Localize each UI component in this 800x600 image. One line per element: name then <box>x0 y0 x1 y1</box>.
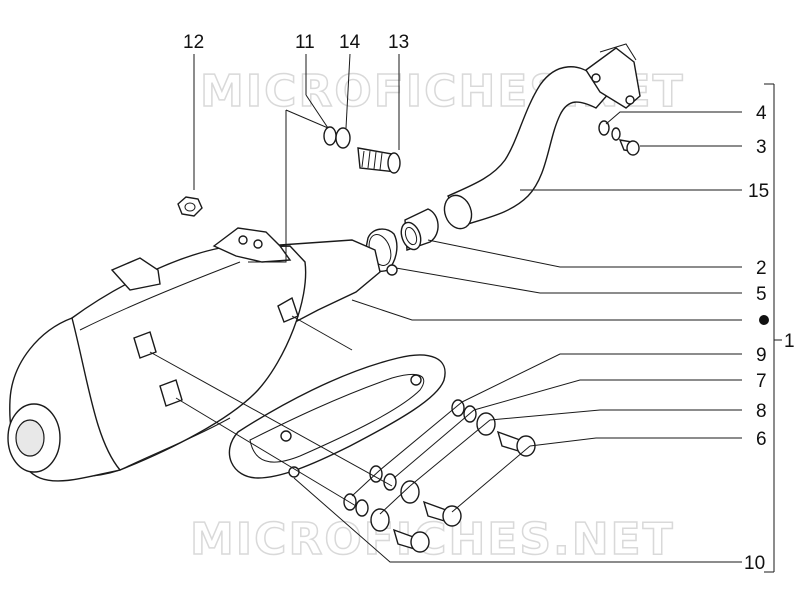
header-pipe <box>443 43 641 230</box>
tailpipe-inner <box>15 419 45 457</box>
callout-6: 6 <box>756 429 767 450</box>
watermark-bottom: MICROFICHES.NET <box>190 514 675 565</box>
washer-11 <box>323 126 337 146</box>
callout-1: 1 <box>784 331 795 352</box>
heat-shield <box>228 354 446 479</box>
callout-2: 2 <box>756 258 767 279</box>
callout-12: 12 <box>183 32 204 53</box>
muffler <box>7 227 381 482</box>
callout-5: 5 <box>756 284 767 305</box>
callout-3: 3 <box>756 137 767 158</box>
callout-labels: 12 11 14 13 4 3 15 2 5 1 9 7 8 6 10 <box>183 32 795 574</box>
gasket-ring <box>400 208 439 251</box>
leader-lines <box>149 53 782 573</box>
callout-14: 14 <box>339 32 361 53</box>
callout-11: 11 <box>295 32 315 53</box>
fastener-group-top <box>323 126 401 174</box>
fastener-group-right <box>598 120 640 156</box>
nut-4 <box>598 120 610 136</box>
callout-9: 9 <box>756 345 767 366</box>
callout-dot <box>759 315 769 325</box>
stud-b <box>133 331 157 359</box>
callout-15: 15 <box>748 181 769 202</box>
header-pipe-end <box>443 194 473 230</box>
callout-13: 13 <box>388 32 409 53</box>
bracket-left <box>110 257 161 291</box>
callout-10: 10 <box>744 553 765 574</box>
shield-fasteners <box>343 399 536 553</box>
stud-c <box>159 379 183 407</box>
nut-12 <box>177 196 203 217</box>
callout-7: 7 <box>756 371 767 392</box>
callout-4: 4 <box>756 103 767 124</box>
bracket-top <box>212 227 292 263</box>
header-flange <box>585 47 641 109</box>
callout-8: 8 <box>756 401 767 422</box>
washer-14 <box>335 127 351 149</box>
